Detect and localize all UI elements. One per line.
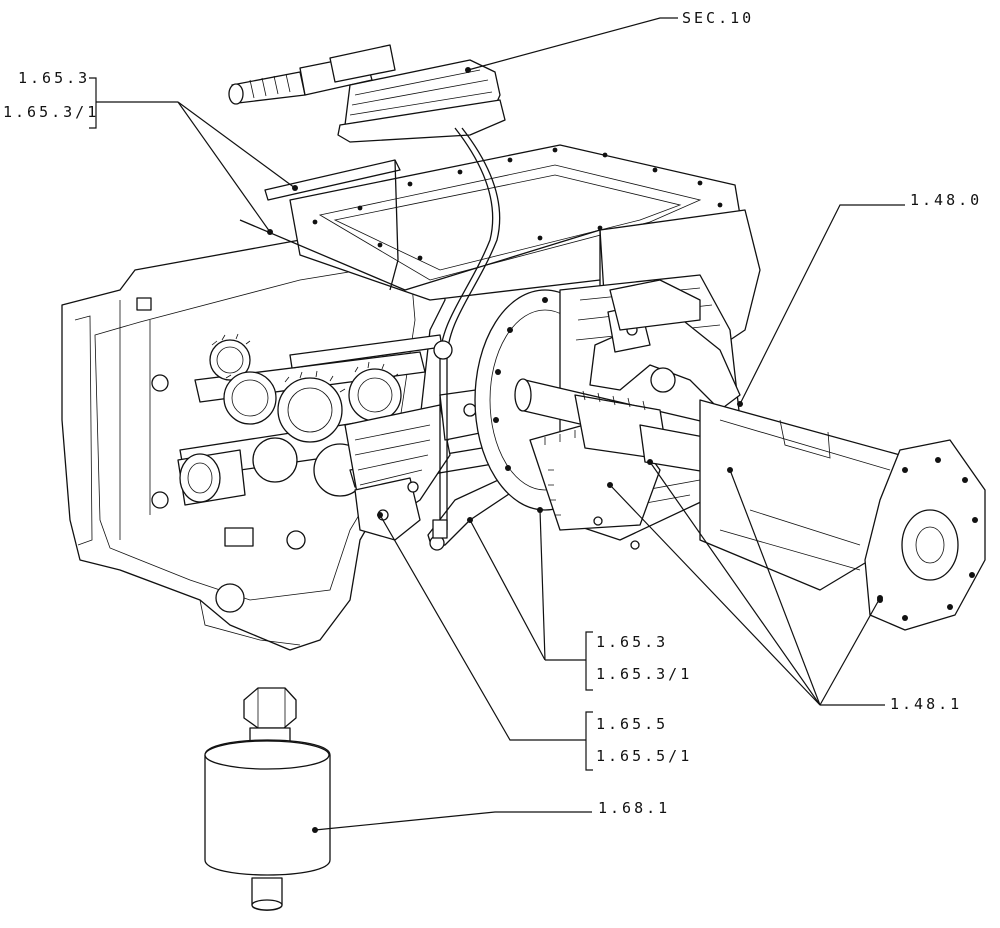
callout-1-48-0: 1.48.0 [910,191,983,209]
shift-lever-assembly [228,44,609,539]
filter-canister [204,687,331,911]
callout-1-65-5: 1.65.5 [596,715,669,733]
callout-sec10: SEC.10 [682,9,755,27]
callout-1-65-3-top: 1.65.3 [18,69,91,87]
callout-1-65-3-1-mid: 1.65.3/1 [596,665,693,683]
callout-1-48-1: 1.48.1 [890,695,963,713]
axle-housing [699,399,986,631]
leader-lines [89,17,905,833]
callout-1-68-1: 1.68.1 [598,799,671,817]
brake-lever-arm [589,279,741,411]
callout-1-65-5-1: 1.65.5/1 [596,747,693,765]
callout-1-65-3-1-top: 1.65.3/1 [3,103,100,121]
callout-1-65-3-mid: 1.65.3 [596,633,669,651]
